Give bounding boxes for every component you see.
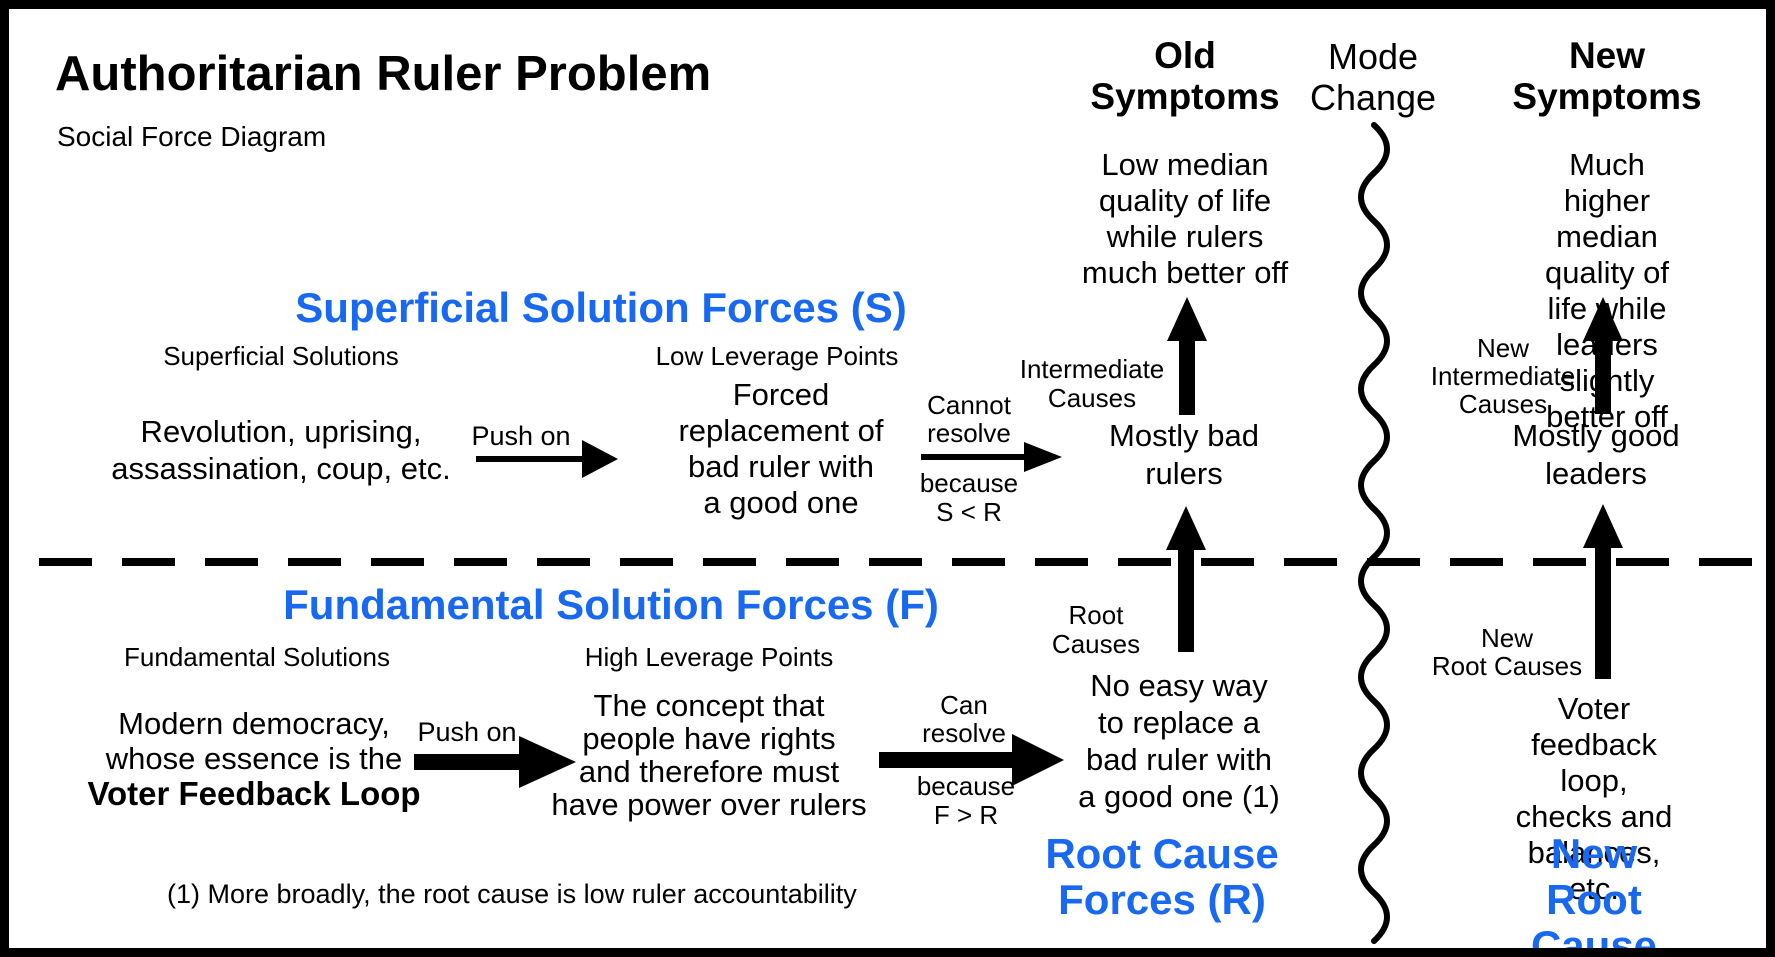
up-arrow-old-root — [1166, 506, 1206, 652]
new-symptoms-text: Much higher median quality of life while… — [1544, 147, 1670, 434]
intermediate-causes-label: Intermediate Causes — [1019, 354, 1165, 413]
up-arrow-new-intermediate — [1583, 297, 1623, 414]
mode-change-heading: Mode Change — [1309, 36, 1437, 118]
fundamental-solutions-text: Modern democracy, whose essence is the — [105, 706, 403, 776]
high-leverage-points-label: High Leverage Points — [584, 642, 834, 672]
up-arrow-old-intermediate — [1167, 297, 1207, 415]
can-resolve-arrow — [879, 734, 1064, 786]
footnote: (1) More broadly, the root cause is low … — [167, 879, 857, 909]
push-on-label-fundamental: Push on — [417, 717, 517, 747]
mostly-bad-rulers-text: Mostly bad rulers — [1109, 418, 1259, 491]
can-resolve-label: Can resolve — [922, 690, 1006, 748]
new-root-causes-label: New Root Causes — [1431, 623, 1583, 681]
because-f-gt-r-label: because F > R — [916, 771, 1016, 830]
old-symptoms-text: Low median quality of life while rulers … — [1081, 147, 1289, 290]
new-root-cause-forces-heading: New Root Cause Forces — [1530, 830, 1658, 957]
superficial-solutions-text: Revolution, uprising, assassination, cou… — [111, 414, 451, 486]
fundamental-forces-heading: Fundamental Solution Forces (F) — [283, 581, 939, 628]
root-cause-forces-heading: Root Cause Forces (R) — [1045, 830, 1279, 923]
low-leverage-text: Forced replacement of bad ruler with a g… — [678, 377, 884, 520]
page-subtitle: Social Force Diagram — [57, 121, 327, 152]
root-causes-label: Root Causes — [1051, 600, 1141, 659]
push-on-arrow-fundamental — [414, 736, 576, 788]
fundamental-solutions-label: Fundamental Solutions — [124, 642, 390, 672]
new-symptoms-heading: New Symptoms — [1512, 35, 1702, 117]
voter-feedback-loop-bold-text: Voter Feedback Loop — [87, 775, 421, 812]
superficial-solutions-label: Superficial Solutions — [163, 341, 399, 371]
mode-change-wavy-line — [1358, 122, 1390, 944]
high-leverage-text: The concept that people have rights and … — [551, 688, 867, 822]
mostly-good-leaders-text: Mostly good leaders — [1512, 418, 1680, 491]
up-arrow-new-root — [1583, 504, 1623, 679]
diagram-shapes-layer — [39, 122, 1755, 944]
new-intermediate-causes-label: New Intermediate Causes — [1430, 333, 1576, 419]
page-title: Authoritarian Ruler Problem — [55, 47, 712, 101]
cannot-resolve-label: Cannot resolve — [927, 390, 1011, 448]
superficial-forces-heading: Superficial Solution Forces (S) — [295, 284, 907, 331]
voter-feedback-text: Voter feedback loop, checks and balances… — [1515, 691, 1673, 906]
no-easy-way-text: No easy way to replace a bad ruler with … — [1078, 668, 1280, 814]
low-leverage-points-label: Low Leverage Points — [655, 341, 899, 371]
old-symptoms-heading: Old Symptoms — [1090, 35, 1280, 117]
because-s-lt-r-label: because S < R — [919, 468, 1019, 527]
cannot-resolve-arrow — [921, 442, 1062, 472]
push-on-arrow-superficial — [476, 440, 618, 478]
push-on-label-superficial: Push on — [471, 421, 571, 451]
